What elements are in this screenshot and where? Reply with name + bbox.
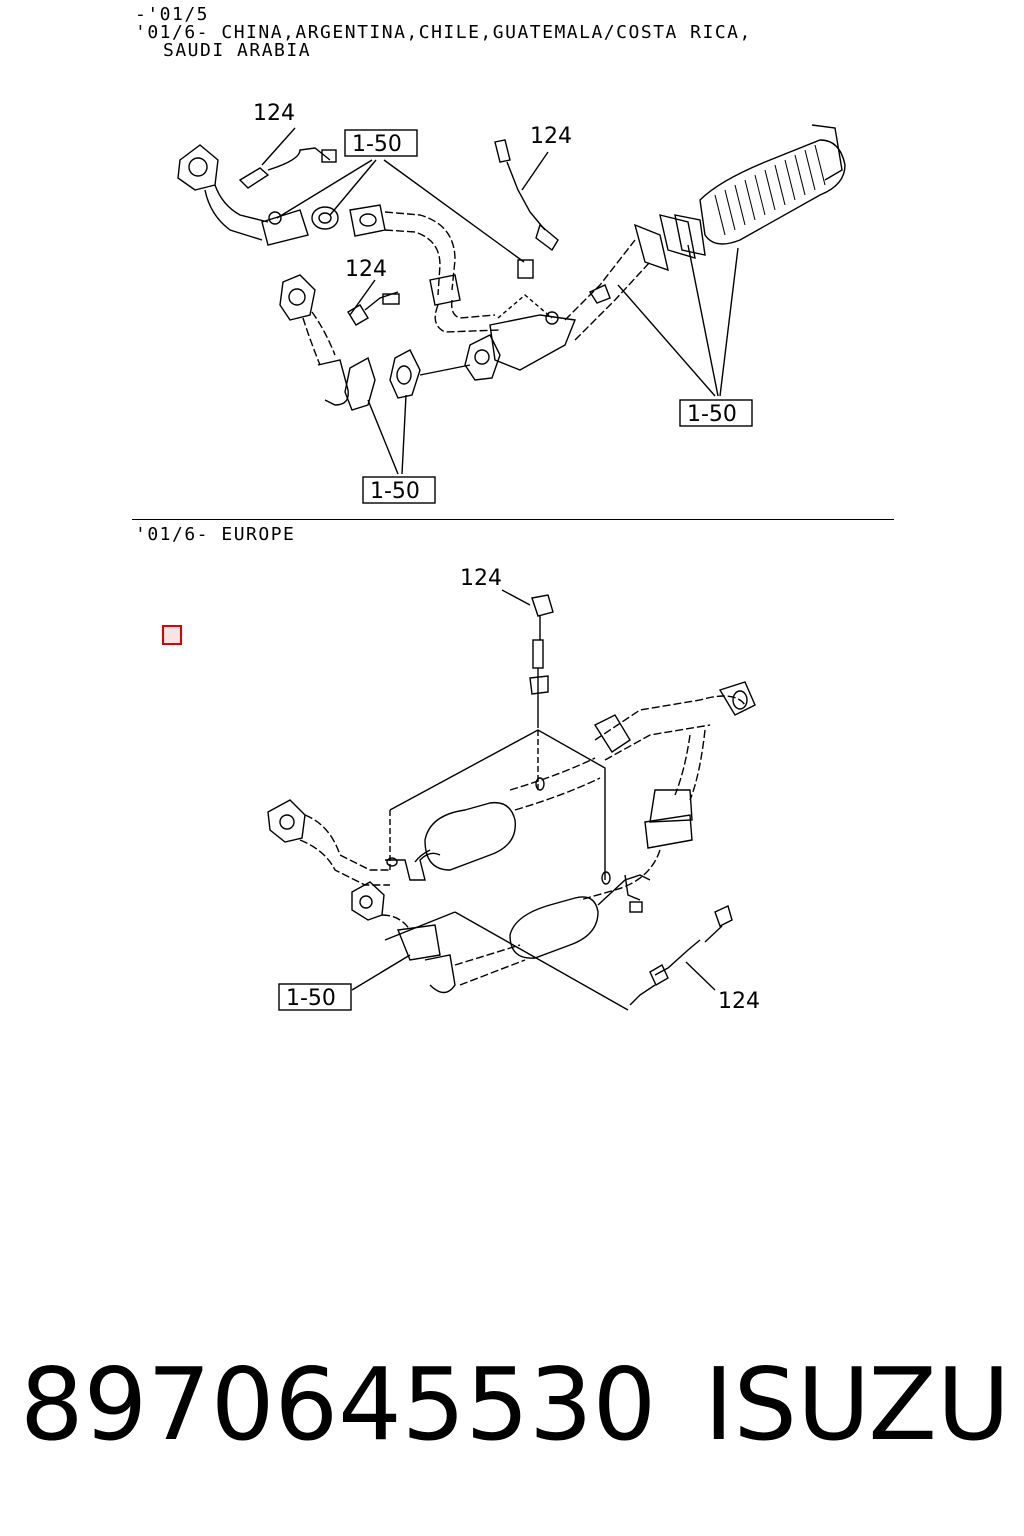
ref-box-bottom-1: [278, 983, 352, 1011]
ref-label: 1-50: [352, 132, 402, 157]
header-line-2: '01/6- CHINA,ARGENTINA,CHILE,GUATEMALA/C…: [135, 22, 752, 43]
brand-name: ISUZU: [704, 1346, 1011, 1463]
ref-label: 1-50: [687, 402, 737, 427]
ref-box-top-3: [362, 476, 436, 504]
callout-label: 124: [460, 566, 502, 591]
marker-square: [162, 625, 182, 645]
exhaust-diagram: 124 124 124 1-50 1-50 1-50 124 124 1-50: [177, 101, 846, 1014]
section-divider: [132, 519, 894, 520]
header-line-1: -'01/5: [135, 4, 210, 25]
header-europe: '01/6- EUROPE: [135, 524, 296, 545]
callout-label: 124: [345, 257, 387, 282]
ref-box-top-2: [679, 399, 753, 427]
bottom-exhaust-assembly: [267, 589, 756, 1011]
ref-label: 1-50: [370, 479, 420, 504]
callout-label: 124: [530, 124, 572, 149]
top-exhaust-assembly: [177, 124, 846, 475]
callout-label: 124: [253, 101, 295, 126]
header-line-3: SAUDI ARABIA: [163, 40, 312, 61]
callout-label: 124: [718, 989, 760, 1014]
ref-label: 1-50: [286, 986, 336, 1011]
part-number: 8970645530: [20, 1346, 657, 1463]
ref-box-top-1: [344, 129, 418, 157]
